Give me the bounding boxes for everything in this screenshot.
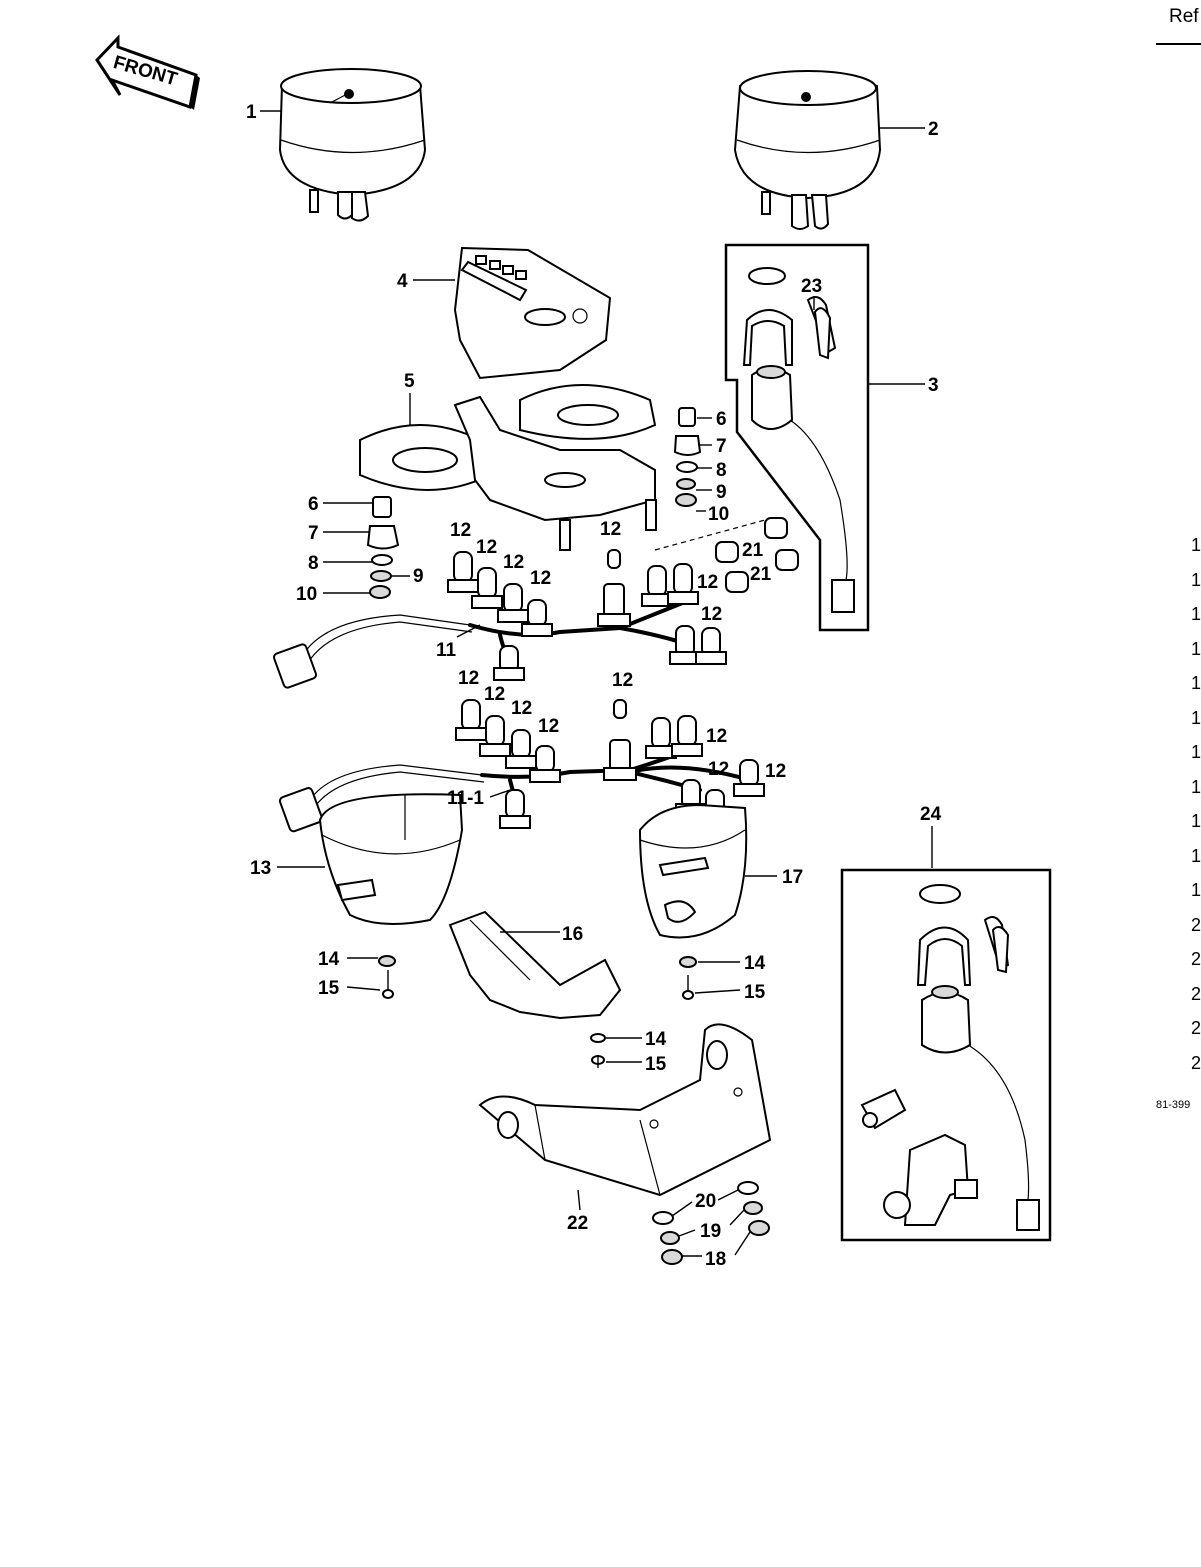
callout-9-right: 9 (716, 482, 727, 503)
front-arrow-icon: FRONT (95, 34, 200, 110)
side-ref-item: 1 (1191, 742, 1201, 762)
callout-6-right: 6 (716, 409, 727, 430)
callout-12-f: 12 (697, 572, 718, 593)
callout-10-left: 10 (296, 584, 317, 605)
gauge-cup-right (638, 803, 748, 939)
callout-20: 20 (695, 1191, 716, 1212)
gauge-cup-left (318, 793, 464, 925)
callout-15-left: 15 (318, 978, 340, 999)
callout-5: 5 (404, 371, 415, 392)
callout-12-m: 12 (706, 726, 727, 747)
callout-12-o: 12 (765, 761, 786, 782)
side-ref-item: 2 (1191, 914, 1201, 935)
wiring-harness-11 (272, 549, 727, 689)
callout-labels: 1 2 3 4 5 6 7 8 9 10 6 7 8 9 10 11 11-1 … (246, 102, 942, 1270)
side-ref-item: 1 (1191, 673, 1201, 693)
grommet-stack-left (366, 496, 400, 599)
callout-12-i: 12 (484, 684, 505, 705)
gauge-mount-bracket (359, 384, 657, 551)
gauge-bracket-16 (448, 910, 622, 1020)
callout-15-right: 15 (744, 982, 766, 1003)
side-ref-item: 1 (1191, 638, 1201, 659)
side-ref-item: 1 (1191, 707, 1201, 728)
callout-21-b: 21 (750, 564, 772, 585)
callout-10-right: 10 (708, 504, 729, 525)
side-ref-item: 1 (1191, 776, 1201, 797)
callout-14-lower: 14 (645, 1029, 667, 1050)
callout-12-b: 12 (476, 537, 497, 558)
side-ref-item: 1 (1191, 811, 1201, 831)
rubber-grommets-21 (654, 517, 799, 593)
callout-12-k: 12 (538, 716, 559, 737)
gauge-left (278, 68, 427, 222)
gauge-right (733, 70, 882, 230)
nut-washer-sets (652, 1181, 770, 1265)
callout-8-right: 8 (716, 460, 727, 481)
callout-24: 24 (920, 804, 942, 825)
wiring-harness-11-1 (278, 699, 765, 833)
callout-14-right: 14 (744, 953, 766, 974)
callout-18: 18 (705, 1249, 726, 1270)
callout-6-left: 6 (308, 494, 319, 515)
side-ref-item: 2 (1191, 949, 1201, 969)
callout-12-j: 12 (511, 698, 532, 719)
callout-14-left: 14 (318, 949, 340, 970)
figure-ref-code: 81-399 (1156, 1099, 1191, 1111)
callout-23: 23 (801, 276, 822, 297)
callout-11: 11 (436, 640, 457, 661)
side-ref-item: 2 (1191, 1018, 1201, 1038)
side-ref-item: 1 (1191, 604, 1201, 624)
side-ref-item: 2 (1191, 1052, 1201, 1073)
callout-12-a: 12 (450, 520, 471, 541)
side-ref-item: 1 (1191, 569, 1201, 590)
callout-12-l: 12 (612, 670, 633, 691)
callout-12-e: 12 (600, 519, 621, 540)
callout-19: 19 (700, 1221, 721, 1242)
callout-16: 16 (562, 924, 583, 945)
leader-lines (260, 110, 933, 1257)
lock-set-box (840, 868, 1052, 1242)
washer-screw-sets (378, 955, 697, 1068)
callout-12-d: 12 (530, 568, 551, 589)
callout-4: 4 (397, 271, 408, 292)
side-ref-item: 1 (1191, 535, 1201, 555)
callout-17: 17 (782, 867, 803, 888)
callout-13: 13 (250, 858, 271, 879)
callout-12-h: 12 (458, 668, 479, 689)
side-ref-item: 1 (1191, 845, 1201, 866)
grommet-stack-right (673, 407, 702, 507)
side-ref-item: 1 (1191, 880, 1201, 900)
main-bracket-22 (478, 1023, 772, 1197)
callout-8-left: 8 (308, 553, 319, 574)
callout-12-n: 12 (708, 759, 729, 780)
callout-12-c: 12 (503, 552, 524, 573)
side-ref-item: 2 (1191, 983, 1201, 1004)
callout-9-left: 9 (413, 566, 424, 587)
callout-7-right: 7 (716, 436, 727, 457)
ref-header: Ref (1169, 6, 1199, 27)
callout-11-1: 11-1 (447, 788, 484, 809)
callout-15-lower: 15 (645, 1054, 667, 1075)
ignition-switch-box (724, 243, 870, 632)
callout-21-a: 21 (742, 540, 764, 561)
side-reference-column: 1 1 1 1 1 1 1 1 1 1 1 2 2 2 2 2 (1191, 536, 1201, 1088)
callout-7-left: 7 (308, 523, 319, 544)
callout-22: 22 (567, 1213, 588, 1234)
header-rule (1156, 43, 1201, 45)
callout-3: 3 (928, 375, 939, 396)
callout-2: 2 (928, 119, 939, 140)
instrument-top-cover (453, 246, 612, 380)
callout-12-g: 12 (701, 604, 722, 625)
callout-1: 1 (246, 102, 257, 123)
